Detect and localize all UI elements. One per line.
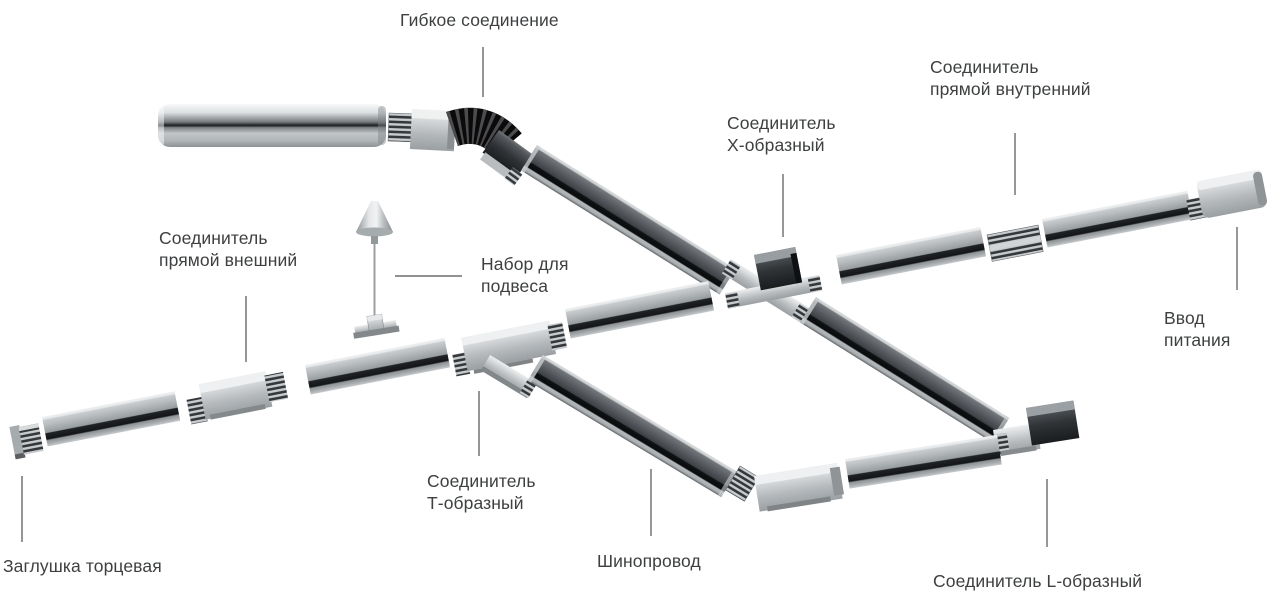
label-line: Соединитель (727, 113, 836, 133)
label-line: подвеса (481, 276, 549, 296)
track-segment-right-outer (1042, 190, 1193, 248)
label-line: Соединитель (159, 228, 268, 248)
label-busbar-track: Шинопровод (597, 550, 701, 572)
x-connector-center-box (754, 246, 803, 291)
l-connector-right-box (1026, 400, 1080, 446)
label-line: питания (1164, 330, 1231, 350)
busbar-track-segment (527, 355, 737, 498)
label-line: прямой внешний (159, 250, 298, 270)
label-x-connector: Соединитель Х-образный (727, 112, 836, 156)
label-flexible-joint: Гибкое соединение (400, 9, 559, 31)
label-t-connector: Соединитель Т-образный (427, 470, 536, 514)
label-line: Соединитель L-образный (933, 571, 1143, 591)
label-power-feed: Ввод питания (1164, 307, 1230, 351)
track-segment-top-left (158, 104, 386, 147)
power-feed (1186, 169, 1268, 221)
track-segment-external-to-t (305, 337, 451, 395)
label-line: Т-образный (427, 493, 524, 513)
label-line: Шинопровод (597, 551, 701, 571)
track-segment-x-to-internal (836, 226, 987, 285)
leader-lines (21, 47, 1238, 547)
suspension-kit-assembly (353, 201, 400, 339)
label-line: прямой внутренний (930, 79, 1091, 99)
label-line: Гибкое соединение (400, 10, 559, 30)
label-l-connector: Соединитель L-образный (933, 570, 1142, 592)
x-connector-main-arm (725, 274, 823, 309)
track-segment-between-l (845, 434, 1002, 489)
track-segment-left (42, 391, 181, 447)
label-end-cap: Заглушка торцевая (3, 555, 162, 577)
label-line: Соединитель (427, 471, 536, 491)
suspension-canopy (356, 201, 393, 232)
label-line: Ввод (1164, 308, 1205, 328)
straight-connector-external (186, 371, 289, 425)
l-connector-left-contacts (725, 465, 760, 502)
l-connector-left-body (754, 462, 845, 512)
label-line: Соединитель (930, 57, 1039, 77)
t-connector-stub (480, 355, 537, 399)
straight-connector-internal (986, 224, 1044, 262)
end-cap (9, 423, 44, 460)
label-straight-connector-external: Соединитель прямой внешний (159, 227, 297, 271)
flexible-joint-end-block (480, 130, 533, 186)
label-line: Заглушка торцевая (3, 556, 162, 576)
label-line: Набор для (481, 254, 569, 274)
label-suspension-kit: Набор для подвеса (481, 253, 569, 297)
label-line: Х-образный (727, 135, 825, 155)
flexible-joint-contacts (387, 112, 414, 143)
suspension-clamp (353, 313, 400, 339)
track-segment-t-to-x (565, 281, 715, 339)
label-straight-connector-internal: Соединитель прямой внутренний (930, 56, 1091, 100)
track-segment-x-to-l (800, 297, 1010, 444)
flexible-joint-body (409, 109, 456, 152)
